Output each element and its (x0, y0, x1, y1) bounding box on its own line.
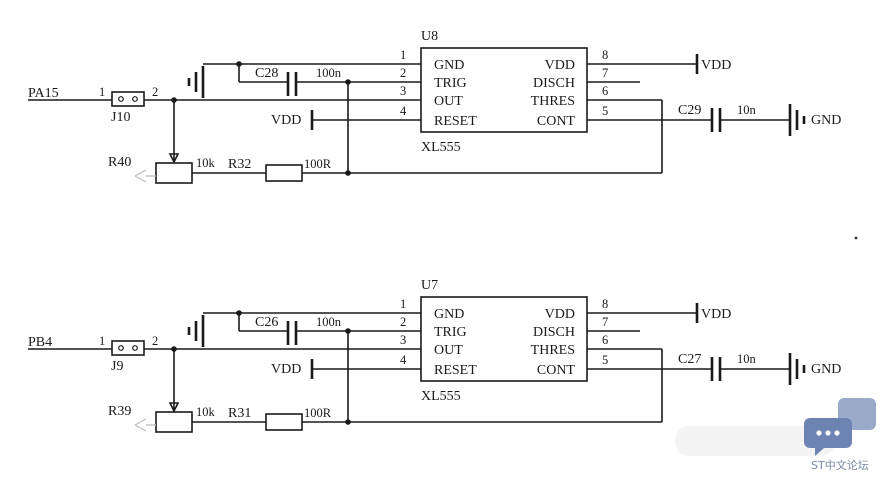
chip: U7 1 2 3 4 GND TRIG OUT RESET 8 7 6 5 VD… (398, 278, 610, 404)
resistor-value: 100R (304, 406, 332, 420)
jumper-ref: J9 (111, 359, 123, 374)
potentiometer (155, 411, 193, 433)
jumper-pin2-label: 2 (152, 334, 158, 348)
input-net-label: PB4 (28, 335, 52, 350)
pin-num: 5 (602, 104, 608, 118)
gnd-label: GND (811, 113, 841, 128)
watermark: ST中文论坛 (675, 398, 876, 472)
pin-num: 2 (400, 66, 406, 80)
pin-name: OUT (434, 343, 463, 358)
chip: U8 1 2 3 4 GND TRIG OUT RESET 8 7 6 5 VD… (398, 29, 610, 155)
resistor-value: 100R (304, 157, 332, 171)
pin-name: TRIG (434, 76, 467, 91)
chip-ref: U7 (421, 278, 438, 293)
pot-value: 10k (196, 156, 216, 170)
resistor-ref: R31 (228, 406, 251, 421)
pin-name: RESET (434, 363, 477, 378)
cap-cont-value: 10n (737, 352, 757, 366)
cap-cont-value: 10n (737, 103, 757, 117)
chip-part: XL555 (421, 389, 461, 404)
gnd-label: GND (811, 362, 841, 377)
cap-trig-ref: C28 (255, 66, 278, 81)
pot-value: 10k (196, 405, 216, 419)
pin-num: 8 (602, 48, 608, 62)
pin-num: 4 (400, 104, 407, 118)
jumper-pin1-label: 1 (99, 334, 105, 348)
pin-name: VDD (545, 58, 575, 73)
pin-num: 3 (400, 333, 406, 347)
supply-vdd-label: VDD (701, 58, 731, 73)
resistor-ref: R32 (228, 157, 251, 172)
pin-name: DISCH (533, 325, 575, 340)
pin-name: GND (434, 58, 464, 73)
pin-num: 7 (602, 315, 608, 329)
chip-body (420, 47, 588, 133)
jumper: 1 2 J9 (99, 334, 158, 374)
pin-name: CONT (537, 114, 576, 129)
pot-ref: R40 (108, 155, 131, 170)
circuit-bottom: PB4 1 2 J9 R39 10k R31 100R (28, 278, 841, 433)
cap-trig-ref: C26 (255, 315, 278, 330)
chip-part: XL555 (421, 140, 461, 155)
pin-num: 1 (400, 297, 406, 311)
chip-ref: U8 (421, 29, 438, 44)
pin-num: 2 (400, 315, 406, 329)
jumper-body (111, 91, 145, 107)
supply-vdd-label: VDD (701, 307, 731, 322)
pin-name: THRES (531, 343, 575, 358)
cap-trig-value: 100n (316, 315, 342, 329)
resistor (265, 164, 303, 182)
pot-ref: R39 (108, 404, 131, 419)
pin-name: VDD (545, 307, 575, 322)
resistor (265, 413, 303, 431)
pin-name: TRIG (434, 325, 467, 340)
jumper-pin1-label: 1 (99, 85, 105, 99)
pin-num: 8 (602, 297, 608, 311)
input-net-label: PA15 (28, 86, 59, 101)
pin-name: GND (434, 307, 464, 322)
pin-num: 6 (602, 333, 608, 347)
jumper: 1 2 J10 (99, 85, 158, 125)
ground-symbol-left (187, 315, 205, 347)
cap-cont-ref: C27 (678, 352, 701, 367)
pin-num: 6 (602, 84, 608, 98)
pin-num: 3 (400, 84, 406, 98)
pin-name: CONT (537, 363, 576, 378)
pin-num: 7 (602, 66, 608, 80)
ground-symbol-left (187, 66, 205, 98)
jumper-ref: J10 (111, 110, 130, 125)
potentiometer (155, 162, 193, 184)
reset-vdd-label: VDD (271, 113, 301, 128)
circuit-top: PA15 1 2 J10 R40 10k R32 100R (28, 29, 841, 184)
cap-trig-value: 100n (316, 66, 342, 80)
pin-name: THRES (531, 94, 575, 109)
cap-cont-ref: C29 (678, 103, 701, 118)
pin-name: OUT (434, 94, 463, 109)
ground-symbol-right (788, 353, 806, 385)
pin-num: 1 (400, 48, 406, 62)
reset-vdd-label: VDD (271, 362, 301, 377)
ground-symbol-right (788, 104, 806, 136)
watermark-text: ST中文论坛 (811, 458, 869, 472)
pin-num: 4 (400, 353, 407, 367)
jumper-pin2-label: 2 (152, 85, 158, 99)
pin-name: DISCH (533, 76, 575, 91)
jumper-body (111, 340, 145, 356)
pin-name: RESET (434, 114, 477, 129)
chip-body (420, 296, 588, 382)
pin-num: 5 (602, 353, 608, 367)
